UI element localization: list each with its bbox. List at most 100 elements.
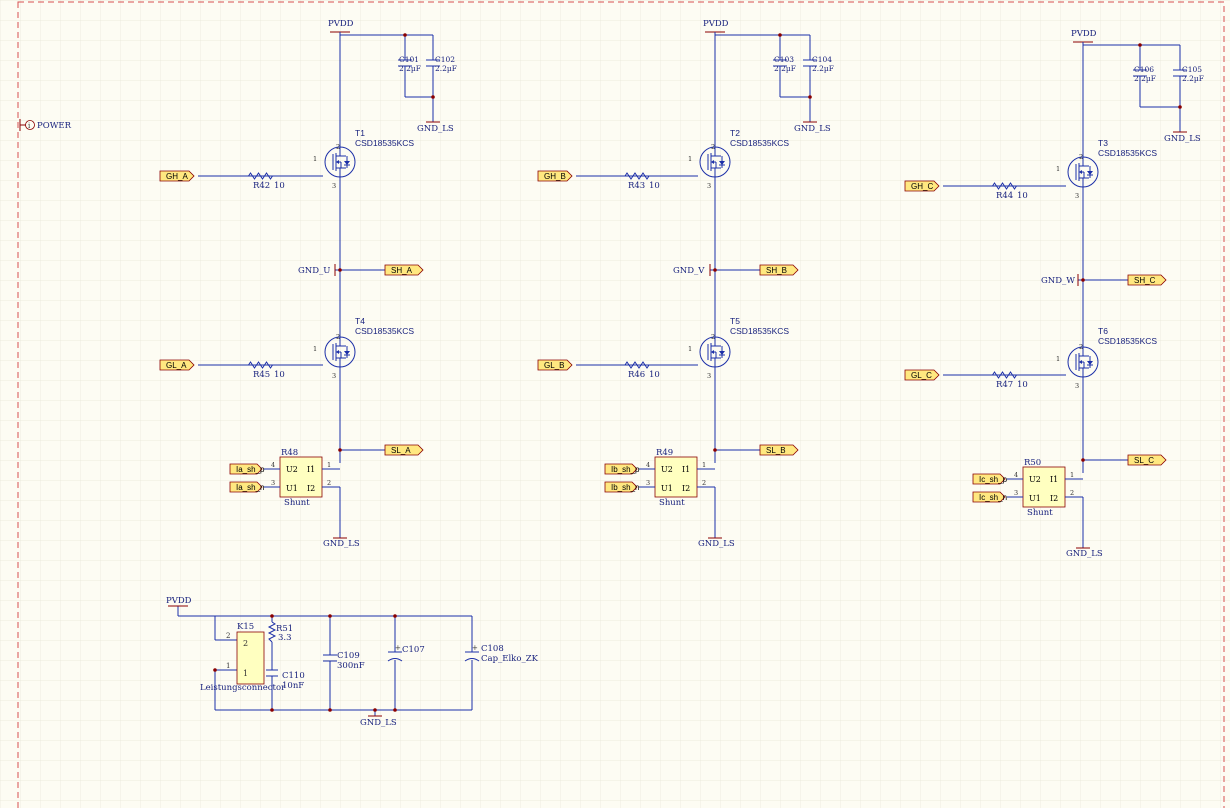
port-shunt-in1-C[interactable]: Ic_sh_p	[972, 473, 1008, 485]
mosfet-high-B-pin-source: 3	[707, 182, 711, 190]
port-sh-B-label: SH_B	[766, 266, 787, 275]
cap-right-B-name: C104	[812, 55, 832, 64]
shunt-B-i1: I1	[682, 465, 690, 474]
port-shunt-in2-B[interactable]: Ib_sh_n	[604, 481, 639, 493]
supply-pvdd[interactable]: PVDD	[166, 596, 192, 607]
capacitor-c109[interactable]: C109 300nF	[323, 651, 365, 671]
port-shunt-in2-C[interactable]: Ic_sh_n	[972, 491, 1007, 503]
supply-pvdd-label: PVDD	[166, 596, 192, 606]
port-gl-A[interactable]: GL_A	[159, 359, 195, 371]
mid-gnd-B[interactable]: GND_V	[673, 264, 711, 276]
cap-gnd-C[interactable]: GND_LS	[1164, 131, 1201, 144]
capacitor-c110[interactable]: C110 10nF	[266, 669, 305, 691]
port-shunt-in2-A[interactable]: Ia_sh_n	[229, 481, 264, 493]
connector-k15[interactable]: K15 2 1 2 1 Leistungsconnector	[200, 622, 286, 693]
port-shunt-in1-B[interactable]: Ib_sh_p	[604, 463, 640, 475]
mosfet-high-B-part: CSD18535KCS	[730, 138, 789, 148]
port-sl-B-label: SL_B	[766, 446, 786, 455]
capacitor-c108[interactable]: + C108 Cap_Elko_ZK	[464, 644, 539, 664]
half-bridge-B: PVDDC1032.2µFC1042.2µFGND_LS231T2CSD1853…	[537, 19, 834, 549]
shunt-A-u1: U1	[286, 484, 298, 493]
port-gl-B[interactable]: GL_B	[537, 359, 573, 371]
power-port[interactable]: i POWER	[19, 119, 72, 131]
half-bridge-A: PVDDC1012.2µFC1022.2µFGND_LS231T1CSD1853…	[159, 19, 457, 549]
cap-left-B-value: 2.2µF	[774, 64, 796, 73]
port-gh-C[interactable]: GH_C	[904, 180, 940, 192]
mosfet-low-A-pin-gate: 1	[313, 345, 317, 353]
mosfet-high-A-pin-gate: 1	[313, 155, 317, 163]
port-sl-C[interactable]: SL_C	[1127, 454, 1167, 466]
pvdd-C-label: PVDD	[1071, 29, 1097, 39]
port-shunt-in1-B-label: Ib_sh_p	[611, 465, 640, 474]
port-sh-B[interactable]: SH_B	[759, 264, 799, 276]
port-sh-A[interactable]: SH_A	[384, 264, 424, 276]
mosfet-low-B-pin-gate: 1	[688, 345, 692, 353]
cap-left-C-name: C106	[1134, 65, 1154, 74]
k15-pin2-inner: 2	[243, 639, 248, 648]
port-gh-A-label: GH_A	[166, 172, 188, 181]
mid-gnd-A[interactable]: GND_U	[298, 264, 336, 276]
port-sl-B[interactable]: SL_B	[759, 444, 799, 456]
shunt-A-pin4: 4	[271, 461, 275, 469]
capacitor-c107[interactable]: + C107	[387, 644, 425, 662]
bottom-gnd-B[interactable]: GND_LS	[698, 537, 735, 549]
port-sl-A[interactable]: SL_A	[384, 444, 424, 456]
port-sh-C[interactable]: SH_C	[1127, 274, 1167, 286]
port-gh-A[interactable]: GH_A	[159, 170, 195, 182]
cap-left-B-name: C103	[774, 55, 794, 64]
k15-desc: Leistungsconnector	[200, 683, 286, 693]
resistor-high-C-name: R44	[996, 191, 1013, 201]
cap-left-A-name: C101	[399, 55, 419, 64]
port-gl-C[interactable]: GL_C	[904, 369, 940, 381]
resistor-low-A-name: R45	[253, 370, 270, 380]
mid-gnd-C[interactable]: GND_W	[1041, 274, 1079, 286]
port-shunt-in1-A[interactable]: Ia_sh_p	[229, 463, 265, 475]
port-shunt-in2-C-label: Ic_sh_n	[979, 493, 1007, 502]
port-gh-B[interactable]: GH_B	[537, 170, 573, 182]
bottom-gnd-A[interactable]: GND_LS	[323, 537, 360, 549]
port-gh-C-label: GH_C	[911, 182, 933, 191]
svg-text:+: +	[472, 644, 478, 652]
shunt-B-u1: U1	[661, 484, 673, 493]
mosfet-high-C-part: CSD18535KCS	[1098, 148, 1157, 158]
k15-pin1-inner: 1	[243, 669, 248, 678]
shunt-A-pin3: 3	[271, 479, 275, 487]
pvdd-B-label: PVDD	[703, 19, 729, 29]
bottom-gnd-C[interactable]: GND_LS	[1066, 547, 1103, 559]
mid-gnd-C-label: GND_W	[1041, 276, 1075, 286]
port-shunt-in2-B-label: Ib_sh_n	[611, 483, 639, 492]
resistor-high-B-name: R43	[628, 181, 645, 191]
port-sh-C-label: SH_C	[1134, 276, 1156, 285]
resistor-high-A-value: 10	[274, 181, 285, 191]
supply-gnd[interactable]: GND_LS	[360, 715, 397, 728]
cap-gnd-A[interactable]: GND_LS	[417, 121, 454, 134]
shunt-B-type: Shunt	[659, 498, 685, 508]
c110-name: C110	[282, 671, 305, 681]
mosfet-high-B-pin-gate: 1	[688, 155, 692, 163]
resistor-r51[interactable]: R51 3.3	[267, 621, 293, 643]
cap-gnd-B[interactable]: GND_LS	[794, 121, 831, 134]
